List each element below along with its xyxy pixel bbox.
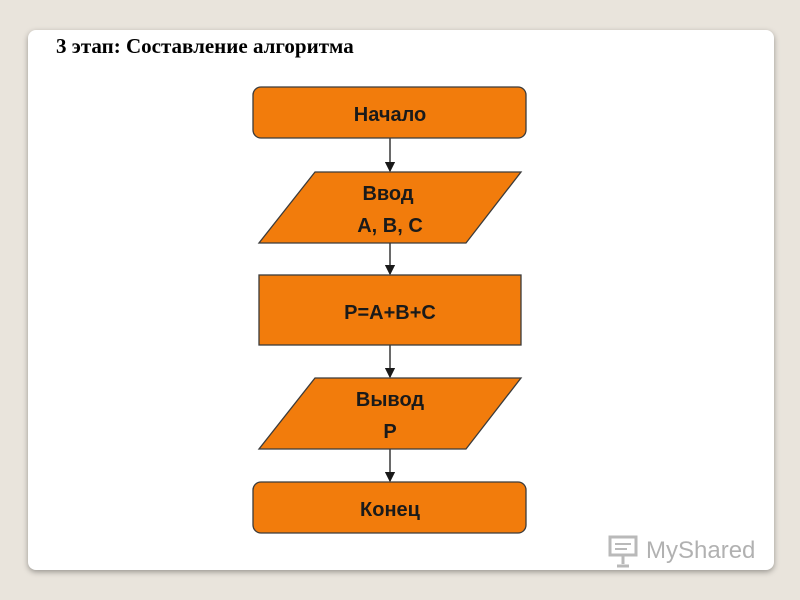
start-label: Начало <box>354 104 426 126</box>
watermark: MyShared <box>606 534 755 568</box>
start-block: Начало <box>252 86 527 139</box>
input-block: Ввод A, B, C <box>257 171 523 244</box>
slide-title: 3 этап: Составление алгоритма <box>56 34 354 58</box>
output-block: Вывод P <box>257 377 523 450</box>
watermark-text: MyShared <box>646 537 756 564</box>
input-label-line2: A, B, C <box>357 215 423 237</box>
end-block: Конец <box>252 481 527 534</box>
input-label-line1: Ввод <box>362 183 413 205</box>
process-block: P=A+B+C <box>258 274 522 346</box>
end-label: Конец <box>360 499 421 521</box>
presentation-board-icon <box>608 535 638 568</box>
process-label: P=A+B+C <box>344 302 436 324</box>
output-label-line2: P <box>383 421 396 443</box>
output-label-line1: Вывод <box>356 389 425 411</box>
